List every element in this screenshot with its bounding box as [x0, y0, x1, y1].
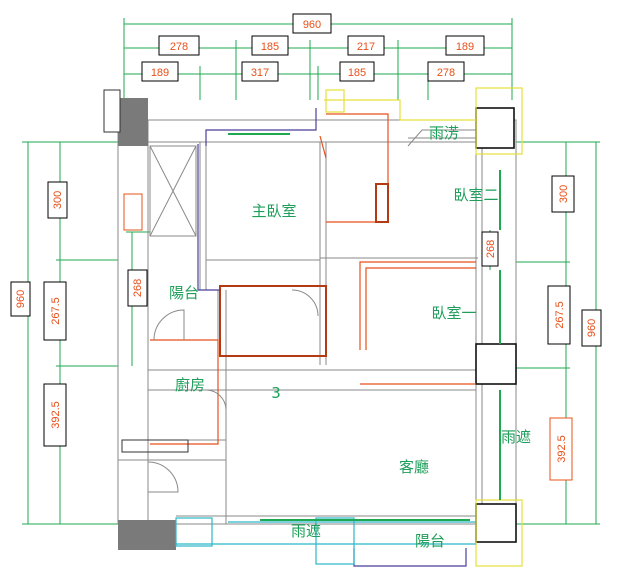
- dim-top-total: 960: [303, 19, 321, 31]
- dim-left-part-3: 392.5: [50, 401, 62, 429]
- label-marker: 3: [271, 384, 281, 402]
- dim-top-row2-1: 189: [151, 67, 169, 79]
- dim-left-part-1: 300: [52, 191, 64, 209]
- dim-top-row2-4: 278: [437, 67, 455, 79]
- dim-top-row2-3: 185: [348, 67, 366, 79]
- windows: [228, 133, 501, 521]
- partitions: [121, 113, 476, 453]
- dim-left-total: 960: [15, 290, 27, 308]
- label-bedroom-1: 臥室一: [431, 304, 476, 322]
- dim-right-part-2: 267.5: [554, 301, 566, 329]
- dim-right-total: 960: [586, 319, 598, 337]
- label-rain-shelter-bottom: 雨遮: [291, 522, 321, 540]
- door-swings: [147, 129, 476, 493]
- top-dimensions: 960 278 185 217 189 189 317 185 278: [141, 13, 485, 82]
- dim-top-row1-2: 185: [261, 41, 279, 53]
- exterior-outlines: [175, 87, 523, 567]
- dim-top-row1-4: 189: [456, 41, 474, 53]
- label-balcony-left: 陽台: [169, 284, 199, 302]
- left-dimensions: 960 300 267.5 392.5 268: [10, 181, 148, 447]
- dim-top-row2-2: 317: [251, 67, 269, 79]
- label-bedroom-2: 臥室二: [453, 186, 498, 204]
- label-living-room: 客廳: [399, 458, 429, 476]
- label-kitchen: 廚房: [175, 376, 205, 394]
- right-dimensions: 960 300 267.5 392.5 268: [481, 175, 602, 481]
- dim-top-row1-3: 217: [357, 41, 375, 53]
- dim-right-part-1: 300: [558, 185, 570, 203]
- dim-top-row1-1: 278: [170, 41, 188, 53]
- label-balcony-bottom: 陽台: [415, 532, 445, 550]
- dim-left-part-2: 267.5: [50, 297, 62, 325]
- dim-right-part-3: 392.5: [556, 435, 568, 463]
- walls: [117, 119, 517, 525]
- columns: [103, 89, 517, 550]
- dim-right-mid: 268: [485, 240, 497, 258]
- label-rain-shelter-right: 雨遮: [501, 428, 531, 446]
- label-rain-shelter-top: 雨淓: [429, 124, 459, 142]
- room-labels: 主臥室 臥室二 臥室一 陽台 廚房 客廳 雨淓 雨遮 雨遮 陽台 3: [169, 124, 531, 550]
- label-master-bedroom: 主臥室: [251, 202, 296, 220]
- dim-left-mid: 268: [132, 279, 144, 297]
